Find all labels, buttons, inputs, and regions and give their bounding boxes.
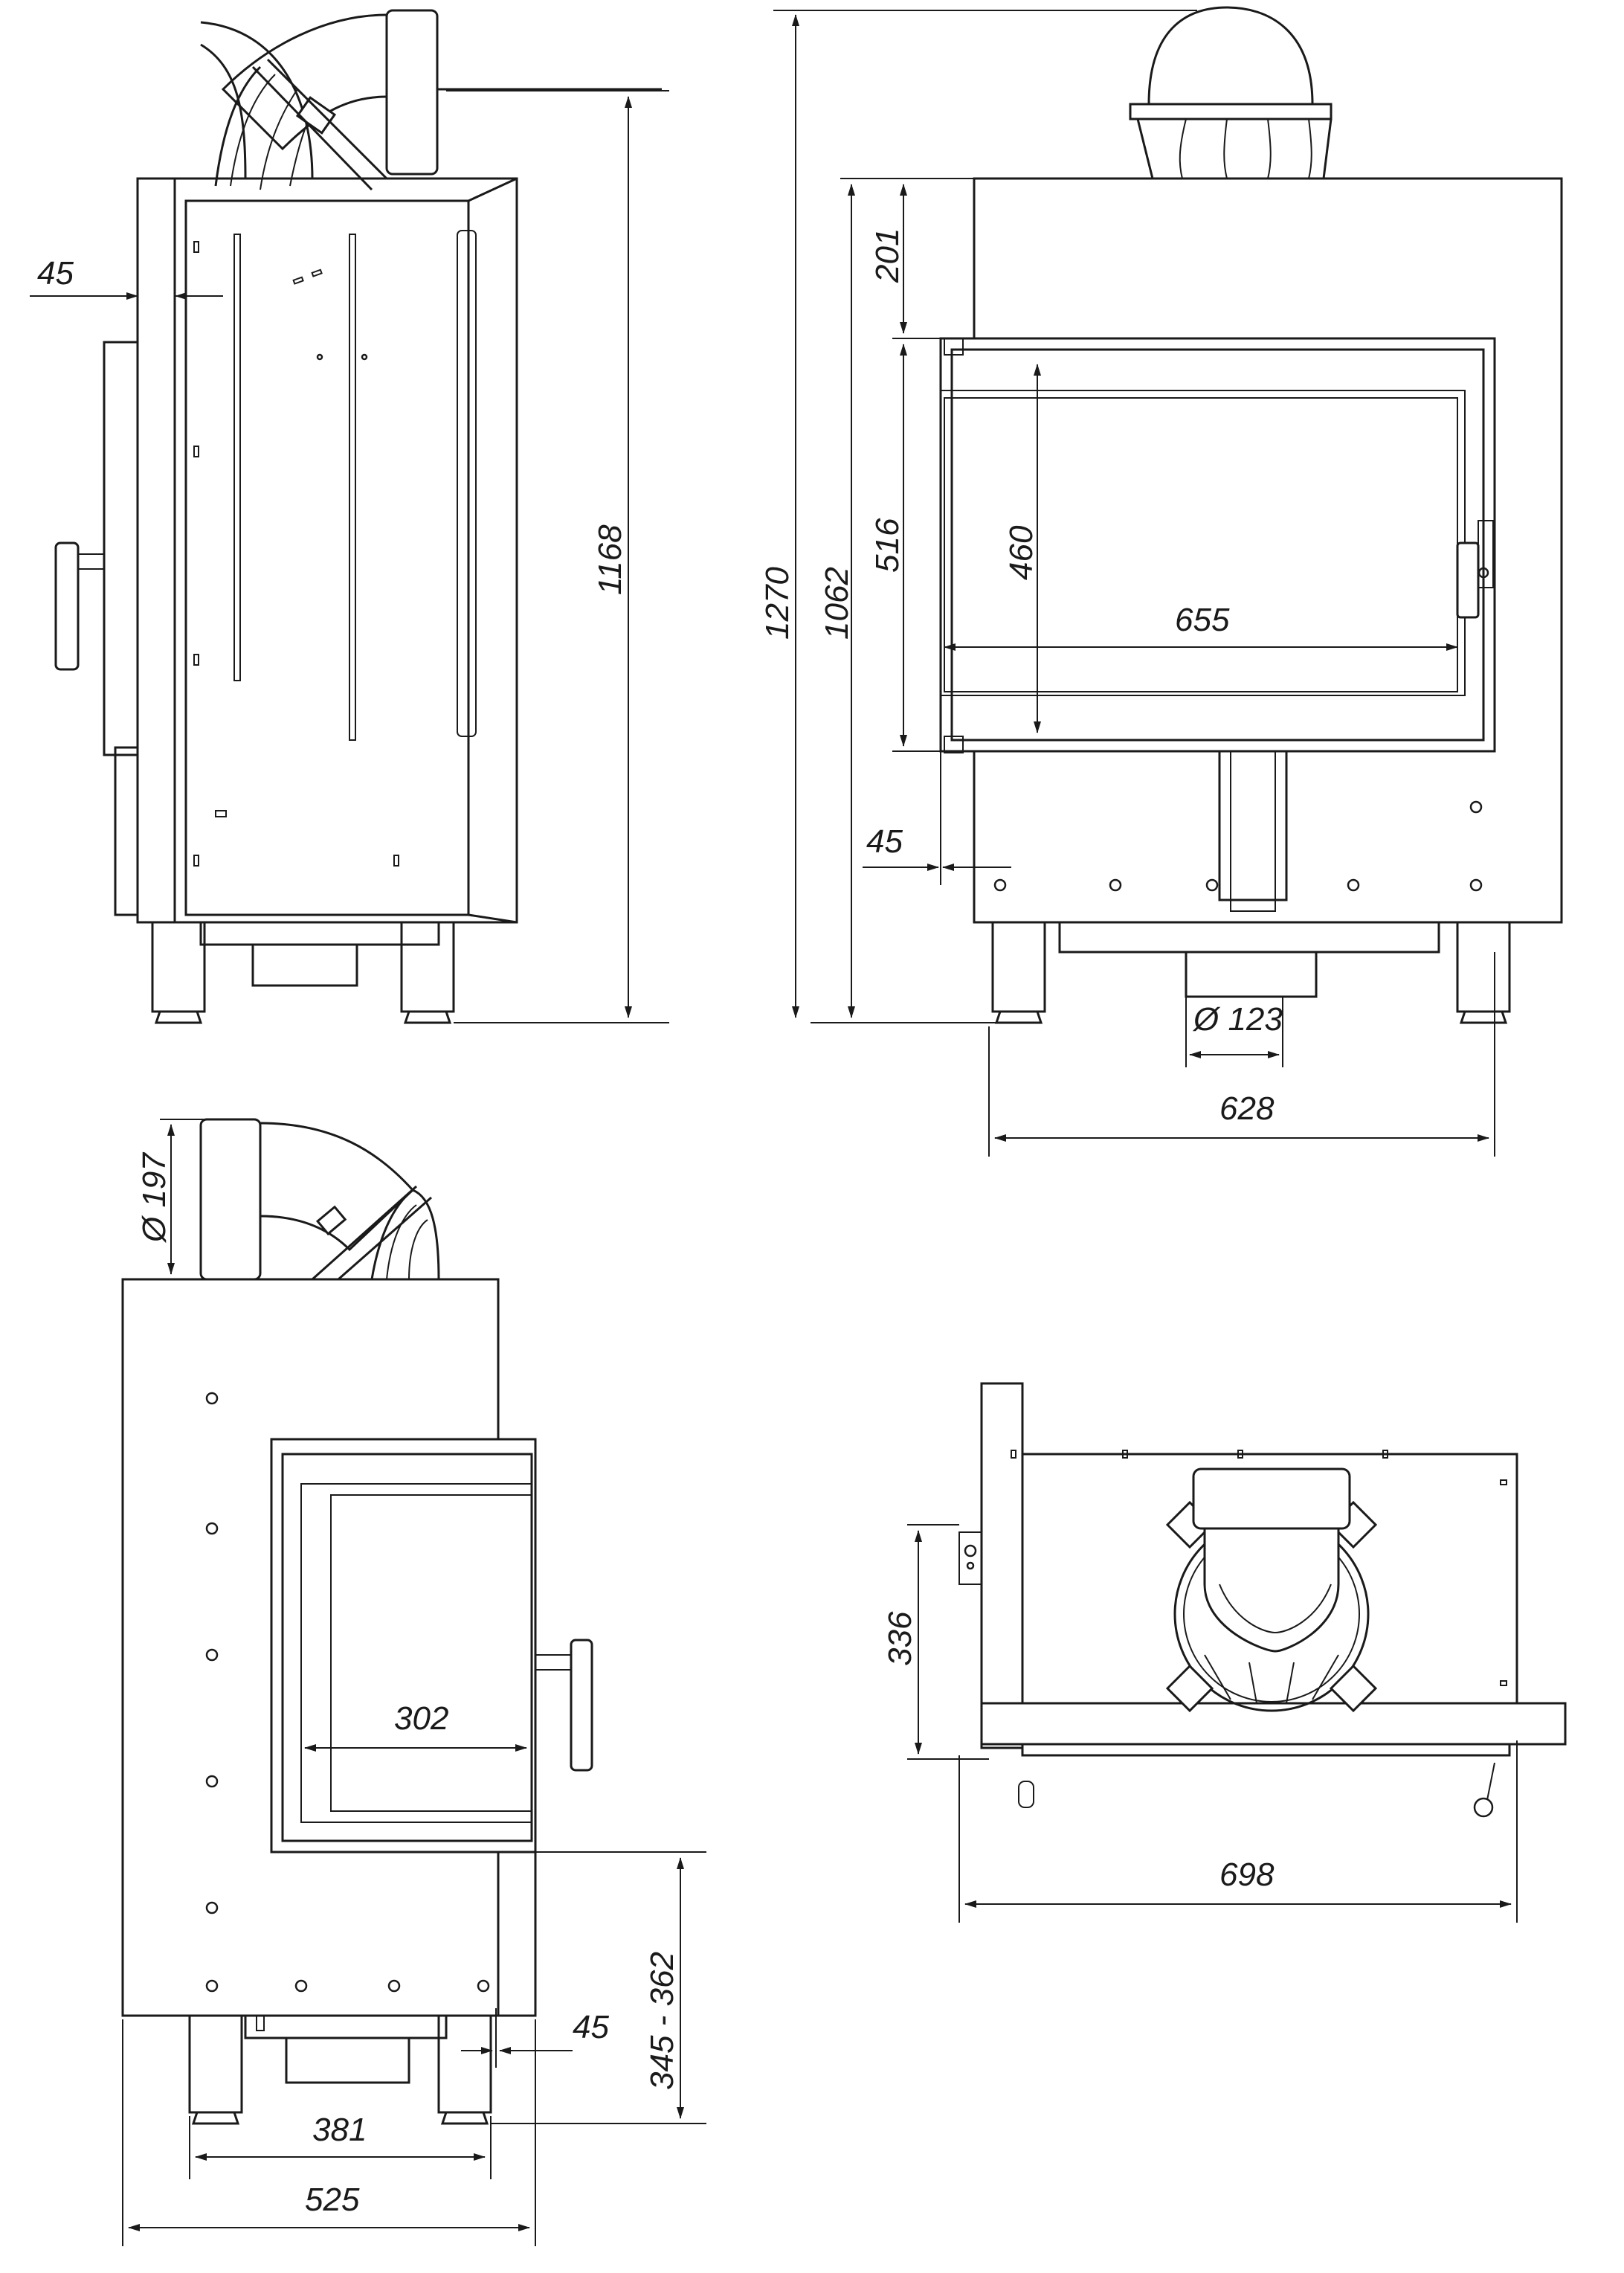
side-bottom-gap-label: 45 [573, 2009, 609, 2045]
front-view: 1270 1062 201 516 460 655 45 Ø 123 [759, 6, 1563, 1157]
top-flue-fan [1165, 1467, 1378, 1713]
top-width-label: 698 [1219, 1856, 1275, 1893]
side-glass-dimensions: Ø 197 302 345 - 362 45 381 525 [122, 1119, 706, 2246]
glass-height-label: 460 [1003, 525, 1040, 580]
flue-diameter-label: Ø 197 [136, 1152, 173, 1244]
top-body [958, 1382, 1567, 1818]
legs-span-label: 381 [312, 2112, 367, 2148]
side-glass-width-label: 302 [394, 1700, 448, 1737]
side-body [54, 177, 518, 1024]
side-glass-body [121, 1278, 593, 2125]
side-view: 45 1168 [30, 9, 669, 1024]
front-flue [1129, 6, 1333, 180]
front-bottom-gap-label: 45 [866, 823, 903, 860]
side-wall-gap-label: 45 [37, 255, 74, 292]
side-depth-label: 525 [305, 2182, 360, 2218]
front-total-height-label: 1270 [759, 567, 796, 640]
glass-width-label: 655 [1175, 602, 1230, 638]
front-dimensions: 1270 1062 201 516 460 655 45 Ø 123 [759, 10, 1495, 1157]
front-width-label: 628 [1219, 1090, 1275, 1127]
front-body [939, 177, 1563, 1024]
front-body-height-label: 1062 [819, 567, 855, 640]
side-flue-bend [200, 9, 662, 191]
top-depth-label: 336 [882, 1611, 918, 1666]
outlet-diameter-label: Ø 123 [1192, 1001, 1283, 1038]
side-dimensions: 45 1168 [30, 90, 669, 1023]
side-glass-view: Ø 197 302 345 - 362 45 381 525 [121, 1118, 706, 2246]
side-door-height-range-label: 345 - 362 [644, 1952, 680, 2090]
top-dimensions: 336 698 [882, 1524, 1518, 1923]
front-door-height-label: 516 [869, 518, 906, 573]
front-top-offset-label: 201 [869, 228, 906, 283]
top-view: 336 698 [882, 1382, 1567, 1923]
side-height-label: 1168 [592, 524, 628, 595]
side-glass-flue [199, 1118, 440, 1281]
